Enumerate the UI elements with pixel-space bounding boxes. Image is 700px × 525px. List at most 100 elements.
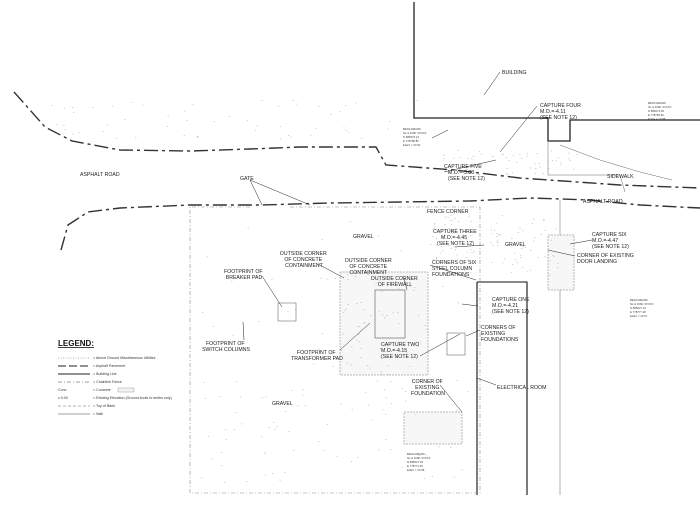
elevation-speck: [184, 110, 186, 112]
leader-switch: [242, 321, 245, 341]
elevation-speck: [78, 132, 80, 134]
elevation-speck: [442, 250, 444, 251]
leader-door: [547, 249, 576, 257]
benchmark-labels: BENCHMARK NL & DISK XXXXX N 888370.44 E …: [403, 101, 672, 472]
elevation-speck: [130, 102, 133, 103]
elevation-speck: [400, 250, 402, 252]
elevation-speck: [340, 403, 342, 405]
road-edge-lower: [60, 197, 700, 251]
capture-one: CAPTURE ONE M.O.=-4.21 (SEE NOTE 12): [492, 297, 531, 315]
elevation-speck: [401, 466, 403, 468]
elevation-speck: [323, 450, 325, 451]
legend-item-wall: = Wall: [58, 412, 103, 416]
elevation-speck: [261, 100, 263, 101]
elevation-speck: [354, 275, 356, 277]
elevation-speck: [501, 215, 503, 216]
elevation-speck: [519, 154, 521, 156]
elevation-speck: [211, 458, 213, 460]
elevation-speck: [385, 397, 387, 399]
elevation-speck: [469, 271, 472, 273]
elevation-speck: [492, 244, 494, 246]
elevation-speck: [511, 264, 514, 265]
elevation-speck: [550, 239, 552, 241]
elevation-speck: [492, 156, 494, 157]
containment-outer: [339, 271, 429, 376]
elevation-speck: [231, 280, 233, 282]
label-gate: GATE: [240, 176, 254, 182]
elevation-speck: [398, 287, 400, 289]
elevation-speck: [225, 429, 227, 430]
electrical-room-outline: [476, 281, 528, 495]
elevation-speck: [433, 224, 435, 226]
svg-text:= Top of Bank: = Top of Bank: [93, 404, 115, 408]
elevation-speck: [206, 256, 208, 258]
label-outside-corner-concrete: OUTSIDE CORNER OF CONCRETE CONTAINMENT: [280, 251, 328, 269]
elevation-speck: [455, 249, 457, 250]
legend-item-elevation: x 0.00 = Existing Elevation (Ground shot…: [58, 396, 172, 400]
elevation-speck: [466, 251, 468, 253]
elevation-speck: [261, 436, 263, 438]
elevation-speck: [436, 258, 438, 259]
elevation-speck: [450, 447, 452, 448]
elevation-speck: [319, 351, 321, 353]
elevation-speck: [551, 160, 553, 161]
elevation-speck: [142, 104, 144, 106]
elevation-speck: [496, 233, 498, 234]
elevation-speck: [350, 461, 353, 462]
elevation-speck: [274, 428, 276, 430]
elevation-speck: [401, 387, 403, 389]
elevation-speck: [51, 105, 53, 106]
elevation-speck: [519, 228, 521, 229]
elevation-speck: [390, 381, 392, 382]
leader-capture-one: [461, 303, 479, 307]
elevation-speck: [370, 315, 372, 316]
svg-text:= Wall: = Wall: [93, 412, 103, 416]
elevation-speck: [542, 173, 544, 174]
elevation-speck: [531, 223, 533, 225]
elevation-speck: [517, 232, 519, 233]
elevation-speck: [513, 155, 515, 157]
elevation-speck: [106, 124, 108, 126]
leader-transformer: [339, 322, 371, 351]
elevation-speck: [340, 349, 342, 351]
elevation-speck: [413, 290, 415, 291]
leader-building: [483, 71, 501, 96]
elevation-speck: [471, 158, 473, 160]
elevation-speck: [315, 128, 317, 129]
elevation-speck: [203, 382, 205, 383]
elevation-speck: [204, 398, 207, 399]
elevation-speck: [497, 234, 500, 236]
elevation-speck: [522, 246, 524, 247]
label-corners-existing: CORNERS OF EXISTING FOUNDATIONS: [481, 325, 519, 343]
elevation-speck: [321, 239, 323, 240]
elevation-speck: [375, 283, 377, 284]
elevation-speck: [510, 271, 513, 273]
elevation-speck: [544, 256, 546, 258]
elevation-speck: [451, 233, 453, 234]
elevation-speck: [357, 326, 359, 327]
label-footprint-breaker: FOOTPRINT OF BREAKER PAD: [224, 269, 264, 281]
elevation-speck: [388, 374, 390, 375]
elevation-speck: [529, 269, 532, 271]
elevation-speck: [548, 274, 551, 276]
label-electrical-room: ELECTRICAL ROOM: [497, 385, 546, 391]
elevation-speck: [494, 230, 496, 231]
elevation-speck: [425, 329, 427, 330]
elevation-speck: [381, 374, 383, 375]
elevation-speck: [535, 168, 537, 169]
label-corners-steel: CORNERS OF SIX STEEL COLUMN FOUNDATIONS: [432, 260, 478, 278]
elevation-speck: [288, 431, 290, 432]
legend-title: LEGEND:: [58, 339, 94, 348]
elevation-speck: [530, 250, 532, 251]
firewall: [374, 289, 406, 339]
elevation-speck: [524, 247, 526, 248]
elevation-speck: [326, 424, 328, 425]
elevation-speck: [471, 252, 473, 253]
leader-capture-two: [419, 333, 461, 357]
elevation-speck: [433, 223, 436, 224]
elevation-speck: [478, 174, 480, 175]
elevation-speck: [534, 163, 536, 165]
elevation-speck: [73, 112, 75, 113]
elevation-speck: [451, 230, 453, 231]
elevation-speck: [557, 267, 559, 268]
